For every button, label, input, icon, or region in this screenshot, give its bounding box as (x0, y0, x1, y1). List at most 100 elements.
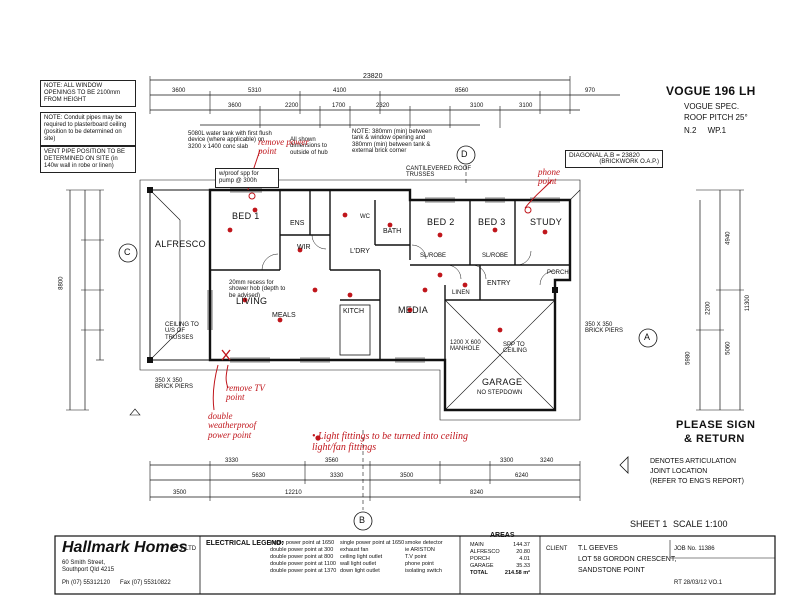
legend-item: wall light outlet (340, 561, 377, 567)
room-label-bed1: BED 1 (232, 211, 260, 221)
dim-top-detail-1: 3600 (228, 103, 242, 109)
client-lot: LOT 58 GORDON CRESCENT, (578, 556, 677, 563)
dim-top-2: 5310 (248, 88, 262, 94)
dim-top-detail-3: 1700 (332, 103, 346, 109)
sheet-label: SHEET 1 (630, 519, 668, 529)
note-shower-recess: 20mm recess for shower hob (depth to be … (229, 280, 286, 299)
dim-bottom-detail-4: 3240 (540, 458, 554, 464)
dim-top-1: 3600 (172, 88, 186, 94)
dim-overall-top: 23820 (363, 73, 383, 80)
diagonal-note-text: DIAGONAL A.B = 23820 (569, 152, 640, 159)
articulation-line-1: DENOTES ARTICULATION (650, 458, 737, 465)
room-label-bed2: BED 2 (427, 217, 455, 227)
dim-bottom-4: 6240 (515, 473, 529, 479)
legend-item: double power point at 300 (270, 547, 334, 553)
room-label-ldry: L'DRY (350, 248, 370, 255)
area-value: 35.33 (516, 563, 530, 569)
legend-item: T.V point (405, 554, 427, 560)
dim-left-overall: 8800 (58, 276, 65, 290)
room-label-media: MEDIA (398, 305, 429, 315)
legend-item: smoke detector (405, 540, 443, 546)
dim-top-4: 8560 (455, 88, 469, 94)
job-number: JOB No. 11386 (674, 546, 715, 552)
annotation-double-weatherproof: double weatherproof power point (208, 411, 257, 440)
note-cantilevered-trusses: CANTILEVERED ROOF TRUSSES (406, 166, 472, 179)
legend-item: ceiling light outlet (340, 554, 383, 560)
legend-column-3: smoke detector ie ARISTON T.V point phon… (405, 540, 443, 575)
room-label-wir: WIR (297, 244, 311, 251)
section-marker-c: C (124, 247, 131, 257)
note-brick-piers-right: 350 X 350 BRICK PIERS (585, 322, 624, 335)
legend-item: single power point at 1650 (340, 540, 405, 546)
dim-bottom-1: 5630 (252, 473, 266, 479)
dim-right-overall: 11300 (744, 295, 751, 312)
company-phone: Ph (07) 55312120 (62, 580, 111, 586)
dim-top-detail-2: 2200 (285, 103, 299, 109)
dim-bottom-outer-3: 8240 (470, 490, 484, 496)
area-value: 144.37 (513, 542, 530, 548)
section-marker-d: D (461, 149, 468, 159)
room-label-porch: PORCH (547, 270, 569, 276)
dim-bottom-outer-1: 3500 (173, 490, 187, 496)
and-return-text: & RETURN (684, 433, 745, 445)
articulation-line-3: (REFER TO ENG'S REPORT) (650, 478, 744, 485)
dim-top-5: 970 (585, 88, 596, 94)
manhole-label: 1200 X 600 MANHOLE (450, 340, 481, 353)
legend-item: exhaust fan (340, 547, 369, 553)
company-pty: PTY LTD (172, 546, 197, 552)
room-label-study: STUDY (530, 217, 563, 227)
room-label-kitch: KITCH (343, 308, 364, 315)
dim-top-3: 4100 (333, 88, 347, 94)
legend-item: isolating switch (405, 568, 442, 574)
annotation-remove-power: remove power point (258, 137, 309, 157)
company-address-2: Southport Qld 4215 (62, 567, 115, 573)
area-label: ALFRESCO (470, 549, 500, 555)
dim-bottom-detail-1: 3330 (225, 458, 239, 464)
area-label: PORCH (470, 556, 490, 562)
legend-item: single power point at 1650 (270, 540, 335, 546)
room-label-meals: MEALS (272, 312, 296, 319)
dim-bottom-detail-2: 3560 (325, 458, 339, 464)
dim-right-1: 4940 (725, 231, 732, 245)
dim-bottom-3: 3500 (400, 473, 414, 479)
dim-right-2: 5060 (725, 341, 732, 355)
client-name: T.L GEEVES (578, 545, 618, 552)
company-fax: Fax (07) 55310822 (120, 580, 171, 586)
areas-title: AREAS (490, 532, 515, 539)
note-vent-pipe: VENT PIPE POSITION TO BE DETERMINED ON S… (40, 146, 136, 173)
legend-item: phone point (405, 561, 434, 567)
note-window-openings: NOTE: ALL WINDOW OPENINGS TO BE 2100mm F… (40, 80, 136, 107)
note-brick-piers-left: 350 X 350 BRICK PIERS (155, 378, 194, 391)
legend-item: ie ARISTON (405, 547, 435, 553)
spp-ceiling-label: SPP TO CEILING (503, 342, 528, 355)
legend-item: double power point at 1370 (270, 568, 337, 574)
legend-title: ELECTRICAL LEGEND: (206, 540, 284, 547)
dim-bottom-detail-3: 3300 (500, 458, 514, 464)
room-label-ens: ENS (290, 220, 305, 227)
section-marker-b: B (359, 515, 366, 525)
annotation-phone-point: phone point (538, 167, 560, 187)
articulation-line-2: JOINT LOCATION (650, 468, 708, 475)
room-label-robe-1: SL/ROBE (420, 253, 447, 259)
annotation-light-fittings: • Light fittings to be turned into ceili… (312, 431, 468, 453)
sheet-scale: SCALE 1:100 (673, 519, 728, 529)
note-pump-spp: w/proof spp for pump @ 300h (215, 168, 279, 188)
legend-item: double power point at 1100 (270, 561, 336, 567)
room-label-robe-2: SL/ROBE (482, 253, 509, 259)
dim-right-3: 2200 (705, 301, 712, 315)
dim-bottom-2: 3330 (330, 473, 344, 479)
room-label-bath: BATH (383, 228, 402, 235)
area-value: 214.58 m² (504, 570, 530, 576)
revision-note: RT 28/03/12 VO.1 (674, 580, 723, 586)
note-dimensions-hub: All shown dimensions to outside of hub (290, 137, 328, 156)
legend-item: double power point at 800 (270, 554, 334, 560)
diagonal-note: DIAGONAL A.B = 23820 (BRICKWORK O.A.P.) (565, 150, 663, 169)
spec-line-3: N.2 WP.1 (684, 126, 727, 135)
dim-bottom-outer-2: 12210 (285, 490, 302, 496)
room-label-bed3: BED 3 (478, 217, 506, 227)
legend-item: down light outlet (340, 568, 380, 574)
garage-no-stepdown: NO STEPDOWN (477, 390, 523, 396)
